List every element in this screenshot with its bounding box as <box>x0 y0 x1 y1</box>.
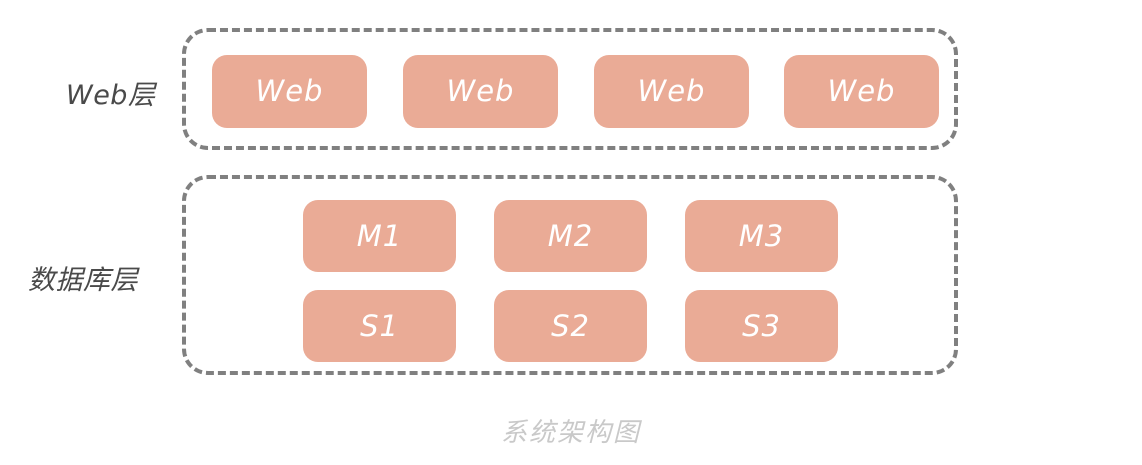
diagram-caption: 系统架构图 <box>500 418 641 448</box>
node-label: S3 <box>742 308 781 343</box>
node-db-slave-3[interactable]: S3 <box>685 290 838 362</box>
node-label: S1 <box>360 308 399 343</box>
node-label: M2 <box>547 218 594 253</box>
layer-container-web <box>182 28 958 150</box>
node-db-slave-2[interactable]: S2 <box>494 290 647 362</box>
node-db-master-2[interactable]: M2 <box>494 200 647 272</box>
layer-label-web: Web层 <box>66 80 156 111</box>
node-web-4[interactable]: Web <box>784 55 939 128</box>
node-web-2[interactable]: Web <box>403 55 558 128</box>
node-label: Web <box>827 74 896 108</box>
node-label: S2 <box>551 308 590 343</box>
node-label: Web <box>637 74 706 108</box>
node-db-master-1[interactable]: M1 <box>303 200 456 272</box>
layer-container-database <box>182 175 958 375</box>
node-web-3[interactable]: Web <box>594 55 749 128</box>
node-label: Web <box>446 74 515 108</box>
node-label: Web <box>255 74 324 108</box>
layer-label-database: 数据库层 <box>28 265 138 296</box>
node-label: M3 <box>738 218 785 253</box>
node-label: M1 <box>356 218 403 253</box>
node-web-1[interactable]: Web <box>212 55 367 128</box>
node-db-slave-1[interactable]: S1 <box>303 290 456 362</box>
node-db-master-3[interactable]: M3 <box>685 200 838 272</box>
